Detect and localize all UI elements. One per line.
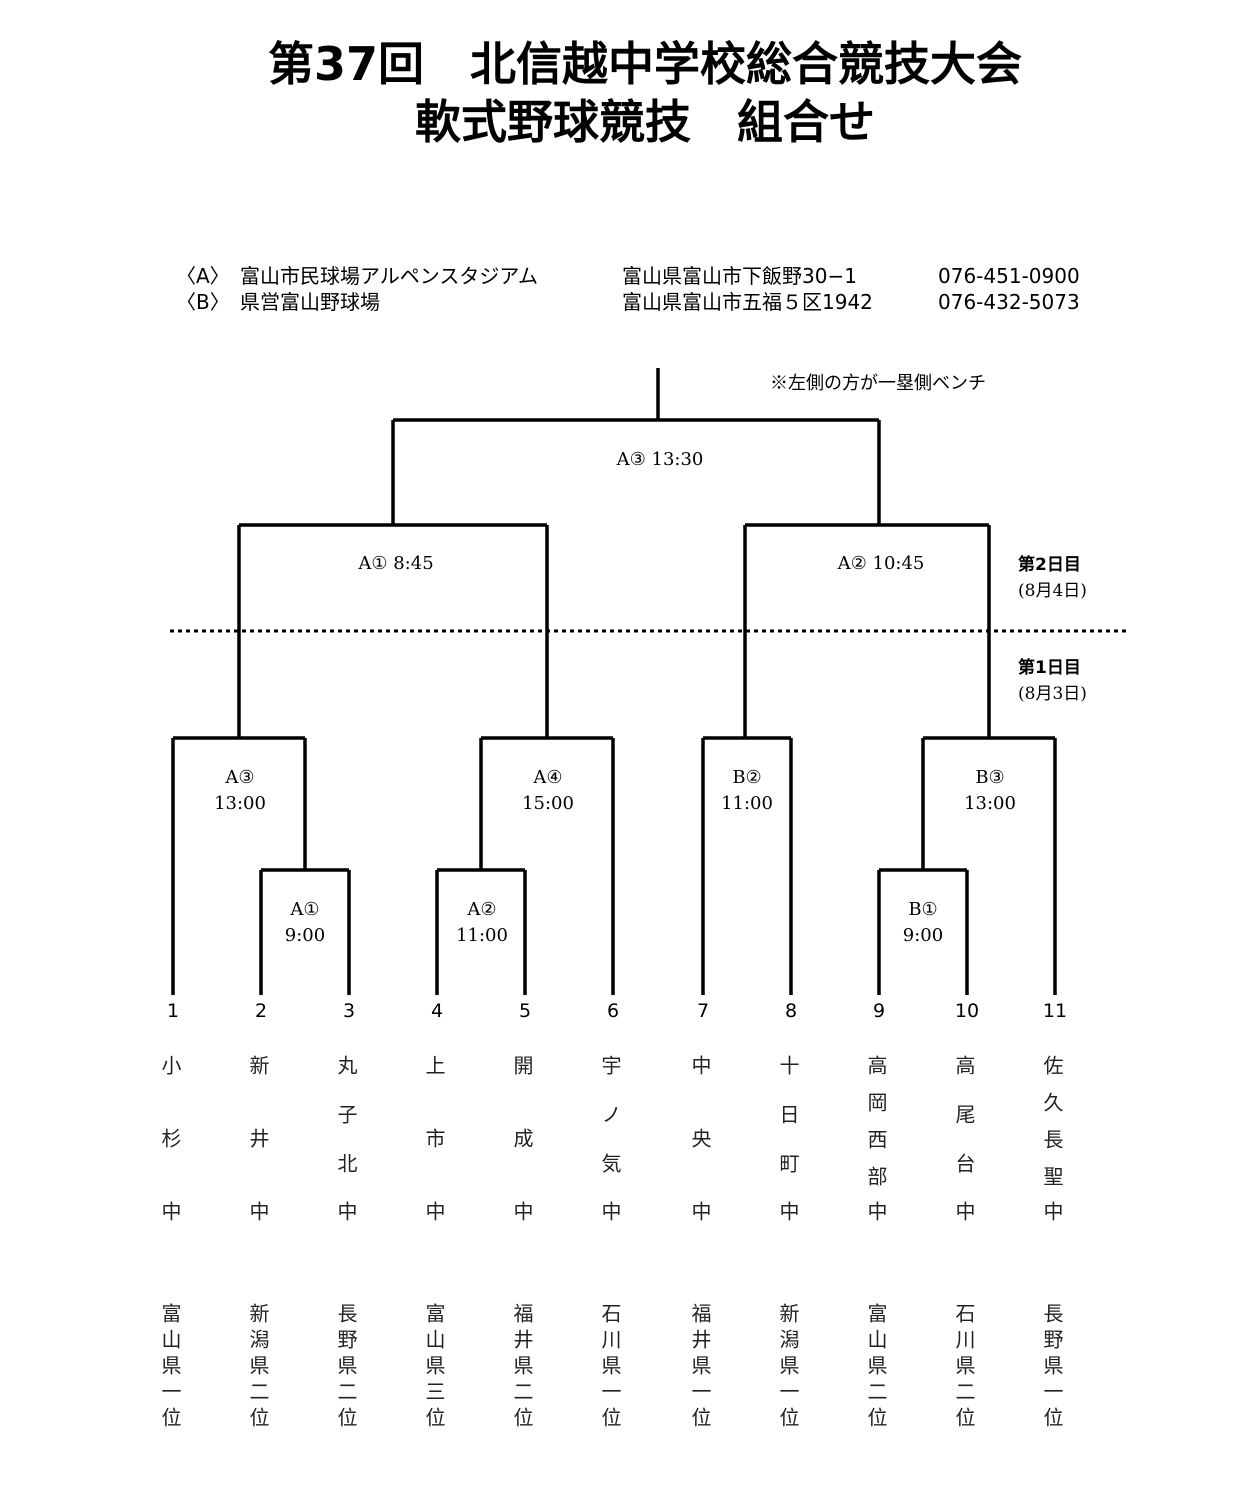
team-suffix: 中 [510, 1201, 534, 1221]
bracket-round2 [171, 736, 1057, 995]
team-number: 9 [872, 1000, 886, 1022]
match-game: A① [290, 899, 320, 920]
venue-b-address: 富山県富山市五福５区1942 [622, 290, 873, 314]
match-game: A② [467, 899, 497, 920]
team-number: 4 [430, 1000, 444, 1022]
team-suffix: 中 [158, 1201, 182, 1221]
team-name: 十日町 [776, 1055, 800, 1202]
venue-a-mark: 〈A〉 [176, 264, 230, 288]
match-game: B① [908, 899, 938, 920]
match-time: 13:30 [651, 449, 704, 470]
match-final: A③ 13:30 [560, 447, 760, 473]
team-suffix: 中 [776, 1201, 800, 1221]
venue-a-phone: 076-451-0900 [938, 264, 1080, 288]
team-prefecture-rank: 石川県一位 [598, 1303, 622, 1433]
team-suffix: 中 [246, 1201, 270, 1221]
team-name: 丸子北 [334, 1055, 358, 1202]
team-suffix: 中 [688, 1201, 712, 1221]
match-r1-1: A① 9:00 [205, 897, 405, 949]
team-number: 10 [954, 1000, 980, 1022]
team-prefecture-rank: 長野県二位 [334, 1303, 358, 1433]
match-game: A③ [616, 449, 646, 470]
team-number: 3 [342, 1000, 356, 1022]
day2-label: 第2日目 [1018, 555, 1081, 575]
match-time: 8:45 [393, 553, 434, 574]
match-r2-4: B③ 13:00 [890, 765, 1090, 817]
team-prefecture-rank: 福井県二位 [510, 1303, 534, 1433]
match-game: B② [732, 767, 762, 788]
team-number: 2 [254, 1000, 268, 1022]
match-time: 9:00 [902, 925, 944, 946]
team-name: 佐久長聖 [1040, 1055, 1064, 1203]
match-time: 11:00 [456, 925, 508, 946]
team-prefecture-rank: 福井県一位 [688, 1303, 712, 1433]
bench-note: ※左側の方が一塁側ベンチ [770, 373, 986, 394]
match-time: 11:00 [721, 793, 773, 814]
match-time: 13:00 [964, 793, 1016, 814]
venue-a-address: 富山県富山市下飯野30−1 [622, 264, 857, 288]
page-subtitle: 軟式野球競技 組合せ [415, 95, 875, 149]
match-r1-2: A② 11:00 [382, 897, 582, 949]
team-prefecture-rank: 富山県二位 [864, 1303, 888, 1433]
match-r1-3: B① 9:00 [823, 897, 1023, 949]
team-name: 中央 [688, 1055, 712, 1201]
team-number: 6 [606, 1000, 620, 1022]
match-time: 15:00 [522, 793, 574, 814]
match-r2-1: A③ 13:00 [140, 765, 340, 817]
match-game: A③ [225, 767, 255, 788]
bracket-final [391, 368, 881, 525]
team-name: 高岡西部 [864, 1055, 888, 1203]
day1-label: 第1日目 [1018, 658, 1081, 678]
page-title: 第37回 北信越中学校総合競技大会 [267, 37, 1022, 91]
match-semi-right: A② 10:45 [781, 551, 981, 577]
match-r2-2: A④ 15:00 [448, 765, 648, 817]
match-time: 13:00 [214, 793, 266, 814]
team-name: 宇ノ気 [598, 1055, 622, 1202]
match-game: B③ [975, 767, 1005, 788]
team-name: 小杉 [158, 1055, 182, 1201]
team-name: 高尾台 [952, 1055, 976, 1202]
match-r2-3: B② 11:00 [647, 765, 847, 817]
venue-a-name: 富山市民球場アルペンスタジアム [240, 264, 538, 288]
team-prefecture-rank: 長野県一位 [1040, 1303, 1064, 1433]
venue-b-phone: 076-432-5073 [938, 290, 1080, 314]
team-suffix: 中 [422, 1201, 446, 1221]
team-number: 7 [696, 1000, 710, 1022]
venue-b-mark: 〈B〉 [176, 290, 230, 314]
match-time: 9:00 [284, 925, 326, 946]
match-semi-left: A① 8:45 [296, 551, 496, 577]
team-prefecture-rank: 新潟県一位 [776, 1303, 800, 1433]
team-prefecture-rank: 新潟県二位 [246, 1303, 270, 1433]
team-name: 新井 [246, 1055, 270, 1201]
team-prefecture-rank: 石川県二位 [952, 1303, 976, 1433]
match-time: 10:45 [872, 553, 925, 574]
team-number: 5 [518, 1000, 532, 1022]
match-game: A④ [533, 767, 563, 788]
team-suffix: 中 [598, 1201, 622, 1221]
match-game: A② [837, 553, 867, 574]
team-number: 11 [1042, 1000, 1068, 1022]
team-prefecture-rank: 富山県三位 [422, 1303, 446, 1433]
day2-date: (8月4日) [1018, 581, 1087, 601]
team-name: 上市 [422, 1055, 446, 1201]
venue-b-name: 県営富山野球場 [240, 290, 380, 314]
team-prefecture-rank: 富山県一位 [158, 1303, 182, 1433]
team-suffix: 中 [864, 1201, 888, 1221]
match-game: A① [358, 553, 388, 574]
team-number: 1 [166, 1000, 180, 1022]
team-suffix: 中 [952, 1201, 976, 1221]
team-suffix: 中 [334, 1201, 358, 1221]
bracket-round1 [259, 868, 969, 995]
team-name: 開成 [510, 1055, 534, 1201]
day1-date: (8月3日) [1018, 684, 1087, 704]
team-suffix: 中 [1040, 1201, 1064, 1221]
team-number: 8 [784, 1000, 798, 1022]
